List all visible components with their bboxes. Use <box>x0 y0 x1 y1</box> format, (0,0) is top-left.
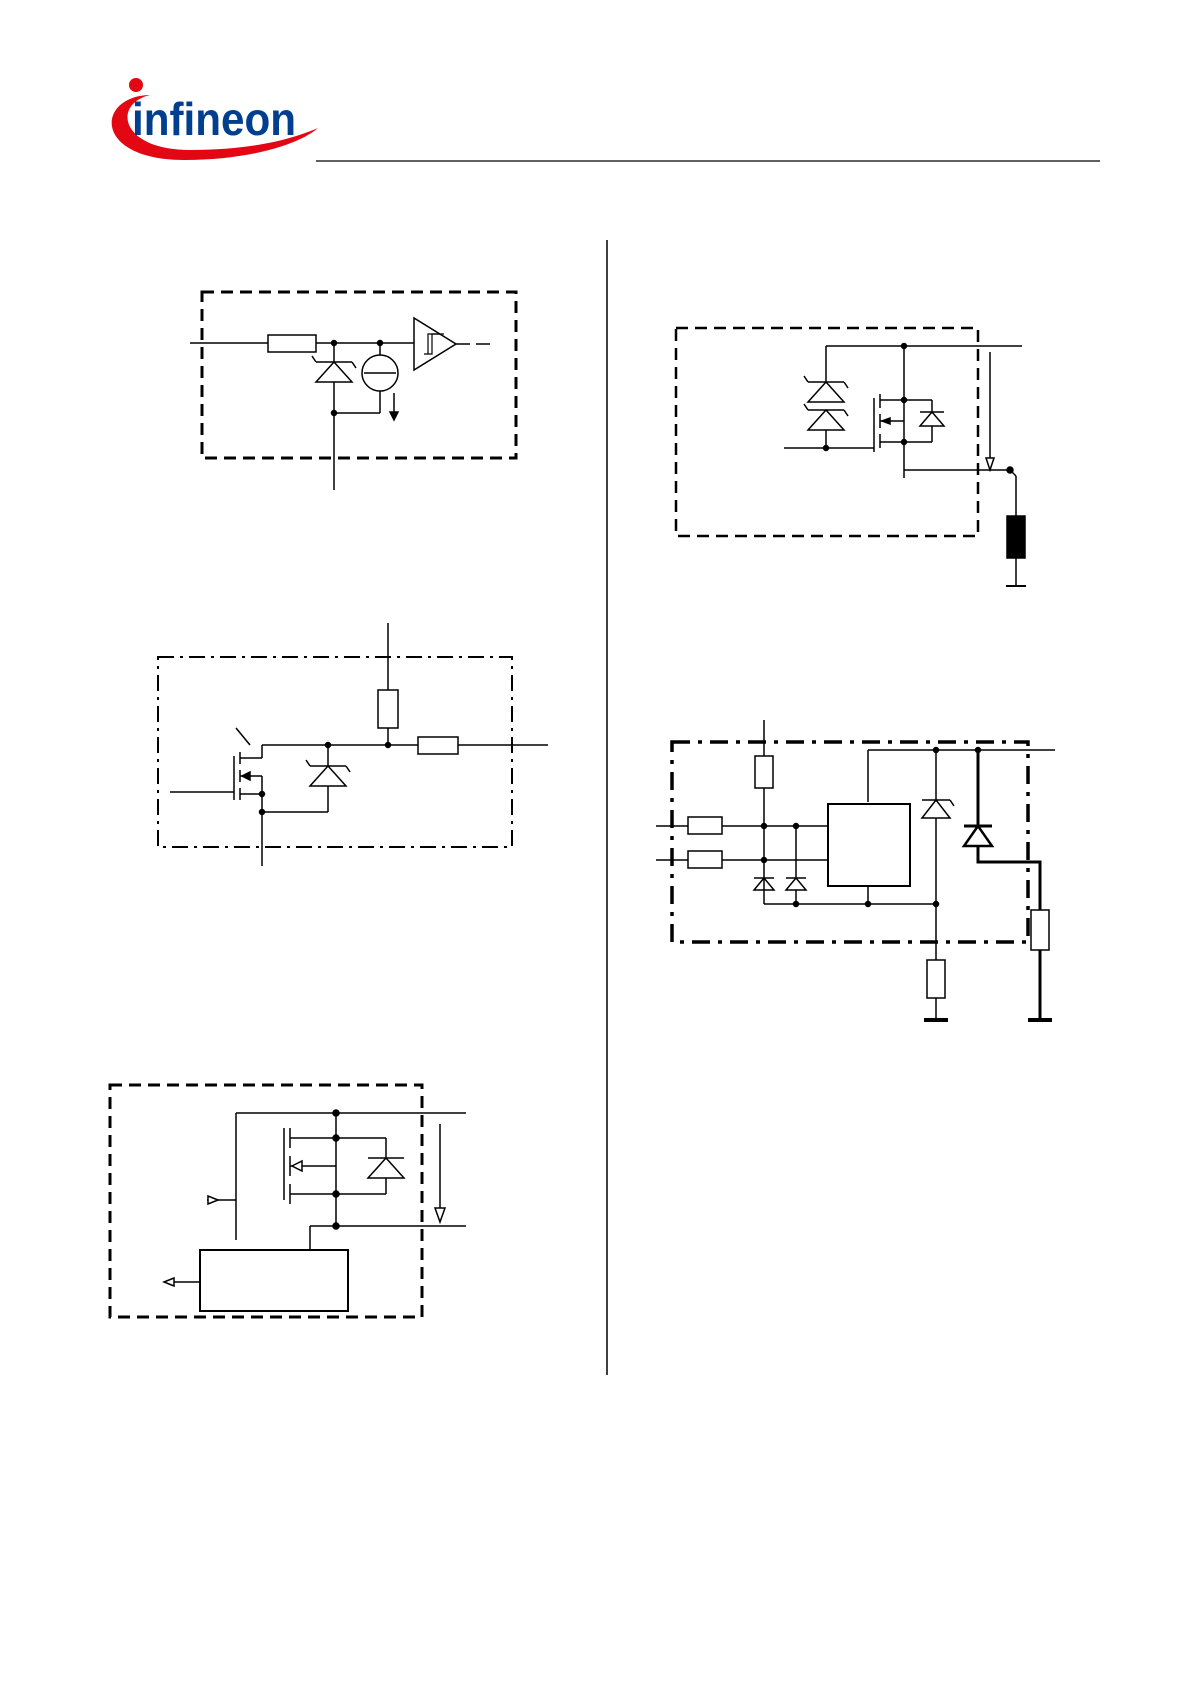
output-resistor <box>417 736 459 755</box>
figure-inductive-load <box>674 326 1026 587</box>
freewheel-diode <box>918 410 946 427</box>
figure-reverse-battery <box>656 720 1055 1022</box>
rb-ground-resistor <box>926 959 946 999</box>
logo-wordmark: infineon <box>132 93 296 145</box>
pullup-resistor <box>377 689 399 729</box>
input-resistor <box>267 334 317 353</box>
figure-status-output <box>157 623 548 866</box>
infineon-logo: infineon <box>111 78 318 160</box>
logo-swoosh <box>111 95 318 160</box>
figure-input-circuit <box>190 290 518 490</box>
rb-input-zener-1 <box>752 876 776 891</box>
input-zener-diode <box>314 360 354 383</box>
schmitt-trigger-buffer <box>413 316 458 372</box>
rb-reverse-diode <box>961 823 995 848</box>
rb-input-resistor-1 <box>687 816 723 835</box>
rb-supply-zener <box>920 798 952 819</box>
rb-load-resistor <box>1030 909 1050 951</box>
status-zener-diode <box>308 764 348 787</box>
rb-pullup-resistor <box>754 755 774 789</box>
rb-boundary <box>670 740 1030 944</box>
ic-boundary <box>200 290 518 460</box>
clamp-zener-top <box>806 380 846 403</box>
so-boundary <box>157 656 513 848</box>
clamp-zener-bottom <box>806 408 846 431</box>
body-diode <box>366 1156 406 1179</box>
sense-block <box>199 1249 349 1312</box>
rb-input-zener-2 <box>784 876 808 891</box>
rb-input-resistor-2 <box>687 850 723 869</box>
inductive-load <box>1006 515 1026 559</box>
cs-boundary <box>108 1083 424 1319</box>
figure-current-sense <box>108 1083 466 1319</box>
il-boundary <box>674 326 980 538</box>
rb-logic-block <box>827 803 911 887</box>
logo-i-dot <box>129 78 143 92</box>
